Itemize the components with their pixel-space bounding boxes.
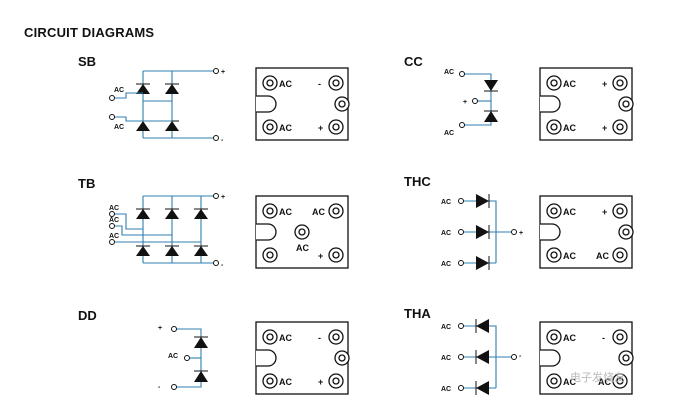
thc-diode	[476, 256, 490, 270]
thc-ac-label: AC	[441, 230, 451, 237]
sb-plus-label: +	[221, 69, 225, 76]
thc-title: THC	[404, 174, 431, 189]
tb-pkg-label: AC	[279, 207, 292, 217]
thc-diagram: THC AC AC AC + AC AC + AC	[404, 174, 634, 270]
tb-diode	[136, 245, 150, 256]
tha-diode	[475, 350, 489, 364]
tha-pkg-label: AC	[563, 333, 576, 343]
dd-diode	[194, 370, 208, 382]
tb-ac-label: AC	[109, 217, 119, 224]
tb-diode	[194, 245, 208, 256]
tb-pkg-label: AC	[312, 207, 325, 217]
sb-pkg-label: -	[318, 79, 321, 89]
sb-pkg-label: AC	[279, 123, 292, 133]
dd-title: DD	[78, 308, 97, 323]
cc-diode	[484, 80, 498, 92]
sb-minus-label: -	[221, 137, 224, 144]
tb-diode	[165, 208, 179, 219]
watermark: 电子发烧友	[570, 370, 625, 384]
sb-diode	[136, 83, 150, 94]
dd-pkg-label: AC	[279, 377, 292, 387]
tb-diode	[194, 208, 208, 219]
tha-pkg-label: AC	[598, 377, 611, 387]
sb-diode	[136, 120, 150, 131]
cc-plus-label: +	[463, 99, 467, 106]
sb-diode	[165, 83, 179, 94]
cc-title: CC	[404, 54, 423, 69]
sb-diode	[165, 120, 179, 131]
tha-minus-label: -	[519, 353, 522, 360]
thc-ac-label: AC	[441, 199, 451, 206]
dd-pkg-label: AC	[279, 333, 292, 343]
sb-title: SB	[78, 54, 96, 69]
dd-pkg-label: +	[318, 377, 323, 387]
tb-minus-label: -	[221, 262, 224, 269]
tb-package: AC AC AC +	[255, 195, 349, 269]
tha-diagram: THA AC AC AC - AC AC - AC	[404, 306, 634, 395]
thc-plus-label: +	[519, 230, 523, 237]
page-title: CIRCUIT DIAGRAMS	[24, 25, 155, 40]
tha-pkg-label: -	[602, 333, 605, 343]
cc-pkg-label: AC	[563, 79, 576, 89]
tb-pkg-label: AC	[296, 243, 309, 253]
dd-minus-label: -	[158, 384, 161, 391]
tha-diode	[475, 381, 489, 395]
cc-ac-label: AC	[444, 130, 454, 137]
thc-pkg-label: AC	[563, 207, 576, 217]
dd-pkg-label: -	[318, 333, 321, 343]
tha-ac-label: AC	[441, 324, 451, 331]
dd-package: AC AC - +	[255, 321, 350, 395]
thc-diode	[476, 194, 490, 208]
sb-diagram: SB AC AC + - AC AC - +	[78, 54, 350, 144]
thc-pkg-label: AC	[596, 251, 609, 261]
cc-pkg-label: +	[602, 79, 607, 89]
tb-ac-label: AC	[109, 233, 119, 240]
cc-diagram: CC AC AC + AC AC + +	[404, 54, 634, 141]
tb-plus-label: +	[221, 194, 225, 201]
thc-diode	[476, 225, 490, 239]
tb-diode	[136, 208, 150, 219]
sb-pkg-label: AC	[279, 79, 292, 89]
thc-pkg-label: +	[602, 207, 607, 217]
sb-pkg-label: +	[318, 123, 323, 133]
tb-title: TB	[78, 176, 95, 191]
thc-ac-label: AC	[441, 261, 451, 268]
dd-ac-label: AC	[168, 353, 178, 360]
tb-diagram: TB AC AC AC + - AC AC AC +	[78, 176, 349, 269]
cc-pkg-label: AC	[563, 123, 576, 133]
tb-pkg-label: +	[318, 251, 323, 261]
tha-title: THA	[404, 306, 431, 321]
dd-diode	[194, 336, 208, 348]
tha-diode	[475, 319, 489, 333]
tha-ac-label: AC	[441, 386, 451, 393]
tha-pkg-label: AC	[563, 377, 576, 387]
tha-ac-label: AC	[441, 355, 451, 362]
cc-ac-label: AC	[444, 69, 454, 76]
thc-package: AC AC + AC	[539, 195, 634, 269]
cc-package: AC AC + +	[539, 67, 634, 141]
thc-pkg-label: AC	[563, 251, 576, 261]
cc-diode	[484, 110, 498, 122]
sb-ac-label: AC	[114, 87, 124, 94]
tha-package: AC AC - AC	[539, 321, 634, 395]
sb-package: AC AC - +	[255, 67, 350, 141]
dd-diagram: DD + AC - AC AC - +	[78, 308, 350, 395]
tb-ac-label: AC	[109, 205, 119, 212]
tb-diode	[165, 245, 179, 256]
cc-pkg-label: +	[602, 123, 607, 133]
sb-ac-label: AC	[114, 124, 124, 131]
dd-plus-label: +	[158, 325, 162, 332]
